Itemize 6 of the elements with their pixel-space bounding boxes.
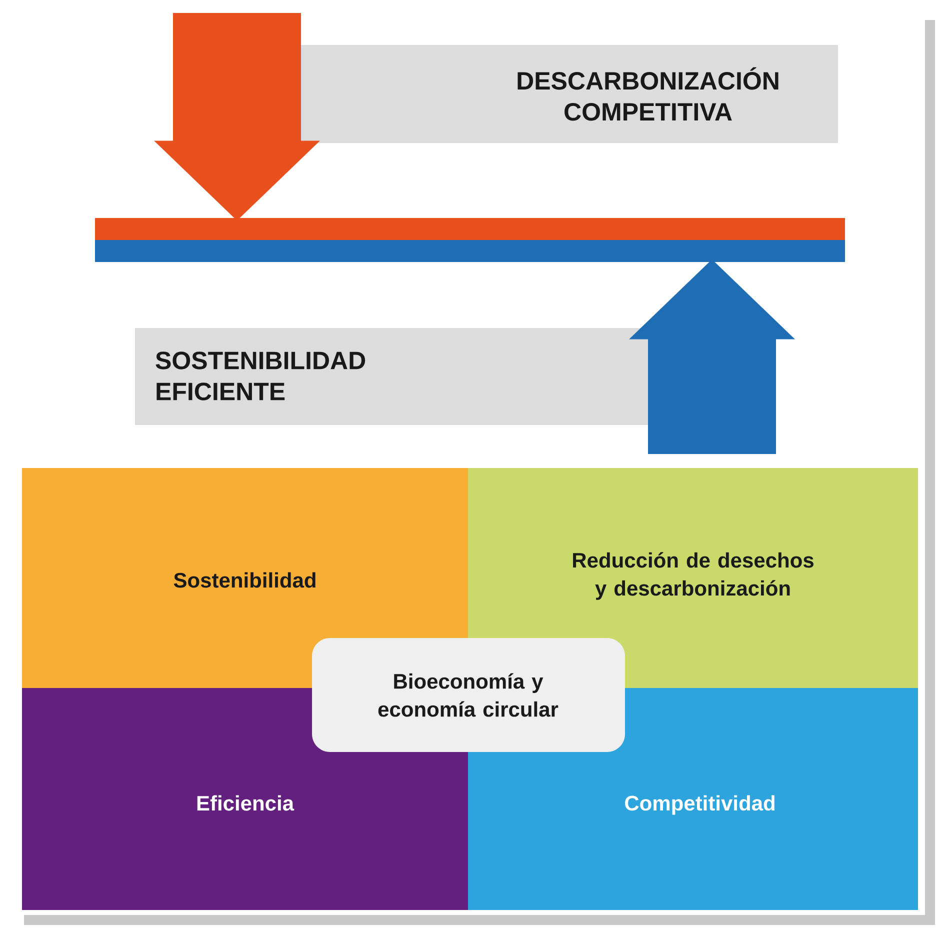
horizontal-bar [95, 218, 845, 262]
label-band: DESCARBONIZACIÓN COMPETITIVA [300, 45, 838, 143]
center-box: Bioeconomía y economía circular [312, 638, 625, 752]
label-band: SOSTENIBILIDAD EFICIENTE [135, 328, 649, 425]
block-arrow [154, 13, 320, 221]
block-arrow [629, 259, 795, 454]
